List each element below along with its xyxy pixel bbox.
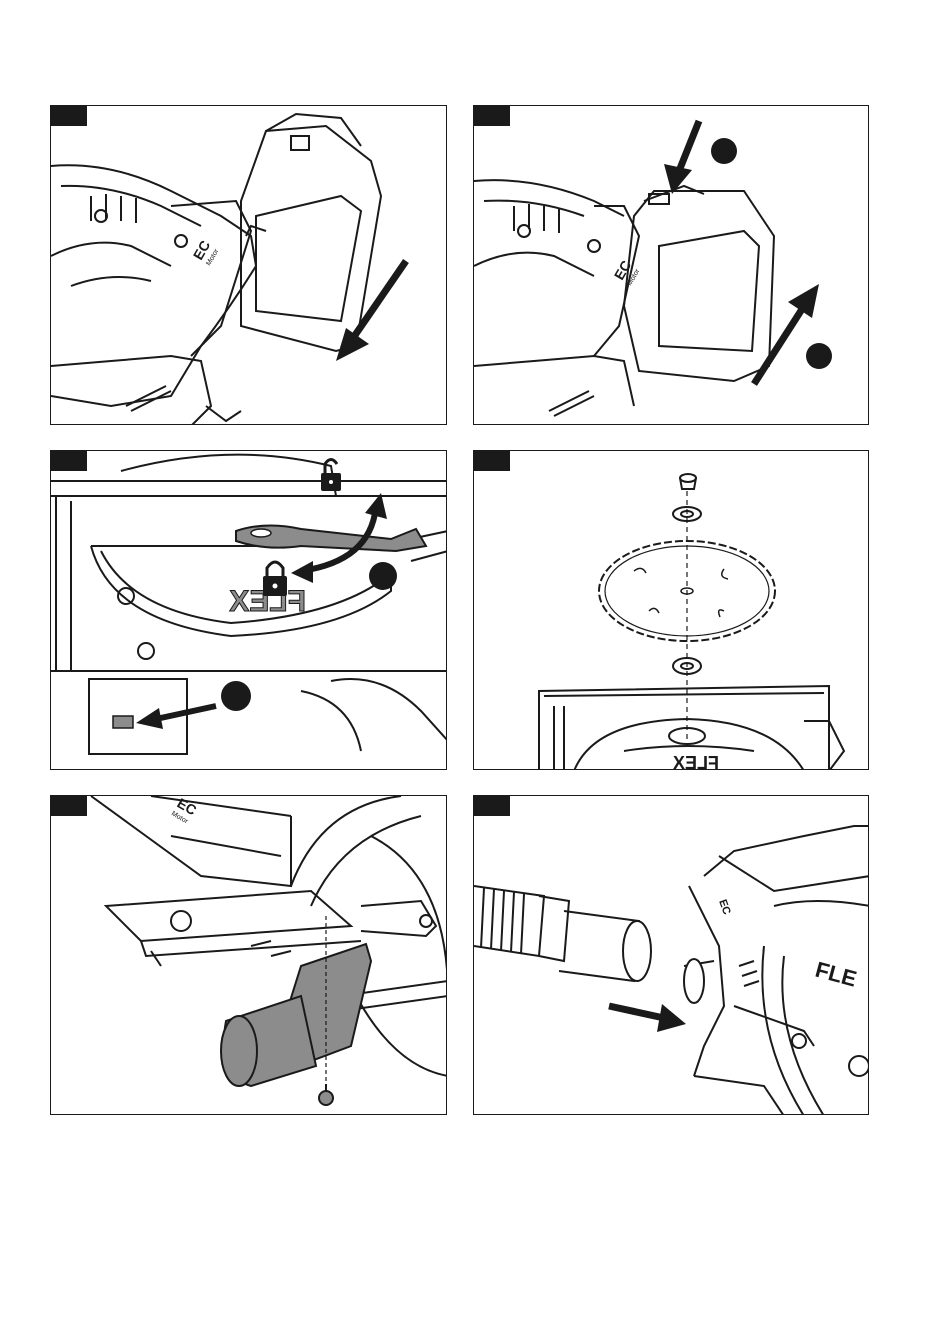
figure-5-dust-port: EC Motor [50, 795, 447, 1115]
saw-battery-drawing: EC Motor [51, 106, 447, 425]
arrow-icon [754, 284, 819, 384]
lock-open-icon [321, 460, 341, 492]
arrow-icon [136, 706, 216, 729]
callout-dot-icon [221, 681, 251, 711]
vacuum-hose-icon [474, 886, 651, 981]
dust-port-icon [221, 944, 371, 1086]
blade-guard-drawing: FLEX [51, 451, 447, 770]
lock-button [113, 716, 133, 728]
arrow-icon [336, 261, 406, 361]
brand-text: FLE [813, 957, 860, 992]
brand-text: FLEX [673, 753, 719, 770]
arrow-icon [664, 121, 699, 194]
callout-dot-icon [369, 562, 397, 590]
figure-1-battery-removal: EC Motor [50, 105, 447, 425]
callout-dot-icon [711, 138, 737, 164]
ec-badge: EC [716, 898, 733, 917]
figure-6-vacuum-connection: FLE EC [473, 795, 869, 1115]
blade-exploded-drawing: FLEX [474, 451, 869, 770]
figure-4-blade-assembly: FLEX [473, 450, 869, 770]
arrow-icon [609, 1004, 686, 1032]
screw-icon [680, 474, 696, 489]
figure-3-spindle-lock: FLEX [50, 450, 447, 770]
callout-dot-icon [806, 343, 832, 369]
dust-port-drawing: EC Motor [51, 796, 447, 1115]
lock-closed-icon [263, 562, 287, 596]
screw-icon [319, 1084, 333, 1105]
vacuum-hose-drawing: FLE EC [474, 796, 869, 1115]
figure-2-battery-insertion: EC Motor [473, 105, 869, 425]
saw-battery-drawing: EC Motor [474, 106, 869, 425]
